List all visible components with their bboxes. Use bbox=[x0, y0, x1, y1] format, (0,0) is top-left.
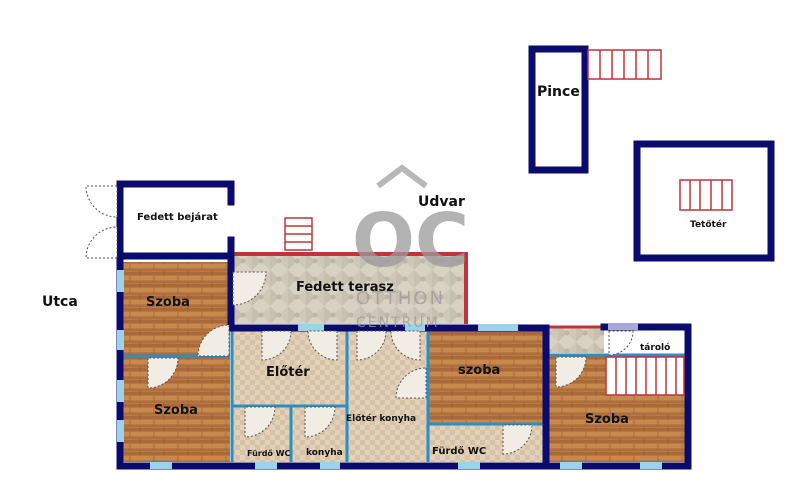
label-tetoter: Tetőtér bbox=[690, 219, 727, 230]
windows bbox=[117, 270, 662, 469]
inner-walls bbox=[122, 328, 686, 462]
label-furdo-wc-right: Fürdő WC bbox=[432, 445, 486, 457]
label-taroló: tároló bbox=[640, 342, 670, 353]
label-szoba-bottom-left: Szoba bbox=[154, 403, 198, 418]
tetoter-stairs bbox=[679, 179, 733, 211]
pince-room bbox=[528, 45, 589, 174]
terrace-strip bbox=[548, 328, 604, 353]
label-konyha: konyha bbox=[306, 448, 343, 458]
label-pince: Pince bbox=[537, 84, 580, 100]
label-furdo-wc-left: Fürdő WC bbox=[247, 449, 291, 458]
label-eloter-konyha: Előtér konyha bbox=[346, 413, 416, 424]
label-fedett-bejarat: Fedett bejárat bbox=[137, 211, 218, 223]
pince-stairs bbox=[587, 49, 662, 80]
watermark-logo: OC bbox=[352, 198, 469, 284]
courtyard-stairs bbox=[284, 217, 313, 251]
outer-walls bbox=[116, 180, 692, 470]
watermark: OC OTTHON CENTRUM bbox=[352, 164, 469, 331]
label-szoba-right: Szoba bbox=[585, 412, 629, 427]
terrace-wall bbox=[232, 252, 468, 324]
label-eloter: Előtér bbox=[266, 365, 310, 380]
label-utca: Utca bbox=[42, 294, 78, 310]
label-fedett-terasz: Fedett terasz bbox=[296, 280, 394, 295]
label-szoba-middle: szoba bbox=[458, 363, 500, 378]
label-szoba-top-left: Szoba bbox=[146, 295, 190, 310]
szoba-right-stairs bbox=[605, 356, 685, 396]
watermark-roof-icon bbox=[376, 164, 428, 189]
watermark-line2: CENTRUM bbox=[356, 315, 440, 331]
terrace-floor bbox=[230, 254, 466, 324]
floor-szoba-middle bbox=[428, 330, 544, 424]
label-udvar: Udvar bbox=[418, 194, 465, 210]
door-swings bbox=[85, 185, 634, 455]
tetoter-room bbox=[633, 140, 775, 262]
floor-szoba-bottom-left bbox=[122, 356, 230, 462]
watermark-line1: OTTHON bbox=[356, 288, 445, 309]
